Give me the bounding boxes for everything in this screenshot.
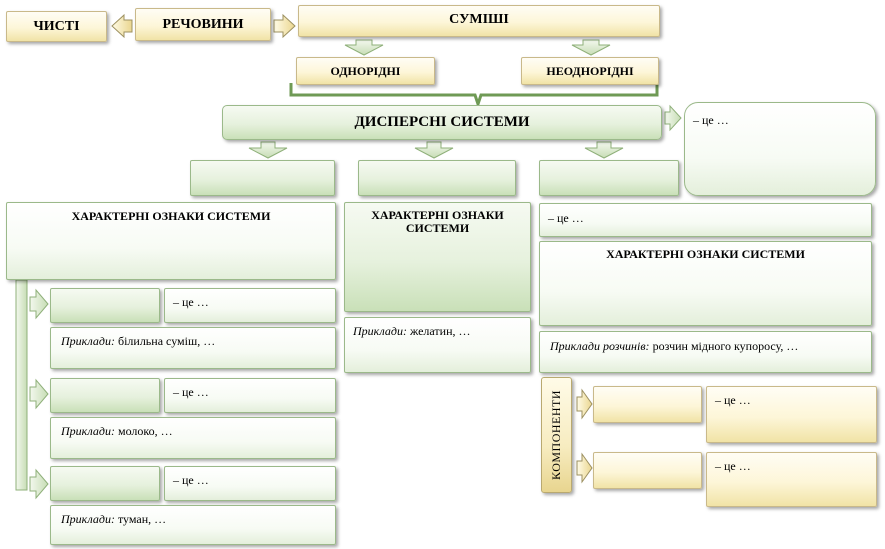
disperse-definition-box: – це … xyxy=(684,102,876,196)
examples-value: молоко, … xyxy=(114,424,173,438)
definition-text: – це … xyxy=(715,393,751,407)
examples-value: туман, … xyxy=(114,512,167,526)
right-arrow-icon xyxy=(664,104,682,132)
examples-text: Приклади: желатин, … xyxy=(345,318,530,345)
definition-text: – це … xyxy=(715,459,751,473)
down-arrow-icon xyxy=(344,39,384,56)
examples-label: Приклади: xyxy=(61,424,115,438)
mixtures-box: СУМІШІ xyxy=(298,5,660,37)
left-item-1-name xyxy=(50,288,160,323)
pure-substances-box: ЧИСТІ xyxy=(6,11,107,42)
left-features-box: ХАРАКТЕРНІ ОЗНАКИ СИСТЕМИ xyxy=(6,202,336,280)
disperse-systems-box: ДИСПЕРСНІ СИСТЕМИ xyxy=(222,105,662,140)
examples-text: Приклади розчинів: розчин мідного купоро… xyxy=(540,332,871,361)
component-1-definition: – це … xyxy=(706,386,877,443)
heterogeneous-box: НЕОДНОРІДНІ xyxy=(521,57,659,85)
definition-text: – це … xyxy=(693,113,729,127)
examples-value: розчин мідного купоросу, … xyxy=(649,339,799,353)
examples-label: Приклади: xyxy=(61,512,115,526)
left-item-3-definition: – це … xyxy=(164,466,336,501)
bracket-connector xyxy=(289,83,659,109)
right-arrow-icon xyxy=(576,388,593,420)
definition-text: – це … xyxy=(173,473,209,487)
left-system-name-box xyxy=(190,160,335,196)
homogeneous-box: ОДНОРІДНІ xyxy=(296,57,435,85)
middle-system-name-box xyxy=(358,160,516,196)
examples-value: білильна суміш, … xyxy=(114,334,216,348)
component-2-name xyxy=(593,452,702,489)
substances-box: РЕЧОВИНИ xyxy=(135,8,271,41)
definition-text: – це … xyxy=(173,295,209,309)
down-arrow-icon xyxy=(414,141,454,159)
examples-value: желатин, … xyxy=(406,324,471,338)
right-arrow-icon xyxy=(29,378,49,410)
down-arrow-icon xyxy=(571,39,611,56)
down-arrow-icon xyxy=(248,141,288,159)
component-1-name xyxy=(593,386,702,423)
examples-text: Приклади: молоко, … xyxy=(51,418,335,445)
examples-text: Приклади: білильна суміш, … xyxy=(51,328,335,355)
definition-text: – це … xyxy=(173,385,209,399)
examples-text: Приклади: туман, … xyxy=(51,506,335,533)
right-features-box: ХАРАКТЕРНІ ОЗНАКИ СИСТЕМИ xyxy=(539,241,872,326)
right-arrow-icon xyxy=(29,288,49,320)
left-item-2-examples: Приклади: молоко, … xyxy=(50,417,336,459)
examples-label: Приклади розчинів: xyxy=(550,339,650,353)
components-label-box: КОМПОНЕНТИ xyxy=(541,377,572,493)
right-arrow-icon xyxy=(29,468,49,500)
left-item-3-name xyxy=(50,466,160,501)
left-item-1-definition: – це … xyxy=(164,288,336,323)
left-item-3-examples: Приклади: туман, … xyxy=(50,505,336,545)
features-title: ХАРАКТЕРНІ ОЗНАКИ СИСТЕМИ xyxy=(606,247,805,261)
left-item-1-examples: Приклади: білильна суміш, … xyxy=(50,327,336,369)
left-arrow-icon xyxy=(111,13,133,39)
right-system-name-box xyxy=(539,160,679,196)
component-2-definition: – це … xyxy=(706,452,877,507)
right-arrow-icon xyxy=(576,452,593,484)
middle-examples-box: Приклади: желатин, … xyxy=(344,317,531,373)
left-item-2-name xyxy=(50,378,160,413)
left-item-2-definition: – це … xyxy=(164,378,336,413)
right-examples-box: Приклади розчинів: розчин мідного купоро… xyxy=(539,331,872,373)
components-label: КОМПОНЕНТИ xyxy=(549,389,563,481)
examples-label: Приклади: xyxy=(353,324,407,338)
definition-text: – це … xyxy=(548,211,584,225)
right-definition-box: – це … xyxy=(539,203,872,237)
down-arrow-icon xyxy=(584,141,624,159)
features-title: ХАРАКТЕРНІ ОЗНАКИ СИСТЕМИ xyxy=(371,208,504,235)
features-title: ХАРАКТЕРНІ ОЗНАКИ СИСТЕМИ xyxy=(71,209,271,223)
middle-features-box: ХАРАКТЕРНІ ОЗНАКИ СИСТЕМИ xyxy=(344,202,531,312)
right-arrow-icon xyxy=(273,13,296,39)
examples-label: Приклади: xyxy=(61,334,115,348)
